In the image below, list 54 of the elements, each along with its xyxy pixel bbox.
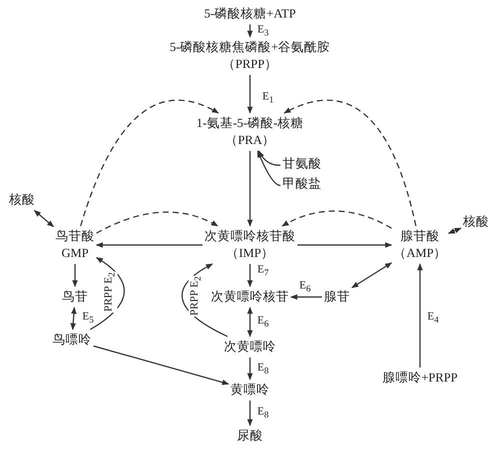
- compound-label: GMP: [61, 245, 89, 262]
- arrow: [298, 242, 392, 248]
- compound-label: 核酸: [9, 192, 35, 208]
- compound-label: （AMP）: [393, 245, 447, 262]
- compound-label: 5-磷酸核糖焦磷酸+谷氨酰胺: [170, 39, 330, 56]
- arrow: [247, 358, 253, 380]
- dashed-arrow: [282, 210, 392, 229]
- edge-label: E$_{3}$: [256, 23, 270, 39]
- dashed-arrow: [96, 212, 218, 234]
- compound-label: 鸟苷酸: [56, 228, 94, 245]
- compound-label: 次黄嘌呤核苷: [211, 288, 289, 306]
- arrow: [351, 262, 392, 288]
- compound-label: 尿酸: [237, 428, 263, 444]
- compound-label: 次黄嘌呤: [224, 338, 276, 356]
- compound-label: 甲酸盐: [282, 176, 322, 192]
- arrow: [247, 75, 253, 114]
- compound-label: 鸟嘌呤: [52, 332, 92, 348]
- arrow: [34, 210, 54, 228]
- arrow: [96, 242, 202, 248]
- arrow: [93, 345, 230, 385]
- compound-label: 次黄嘌呤核苷酸: [204, 228, 296, 245]
- dashed-arrow: [284, 100, 416, 226]
- arrow: [247, 24, 253, 38]
- arrow: [448, 228, 462, 234]
- arrow: [247, 264, 253, 288]
- edge-label: E$_{6}$: [256, 314, 270, 330]
- dashed-arrow: [80, 100, 219, 226]
- compound-label: 甘氨酸: [282, 156, 322, 172]
- compound-label: （PRA）: [224, 132, 276, 149]
- arrow: [290, 294, 322, 300]
- arrow: [182, 263, 228, 338]
- compound-label: （IMP）: [226, 245, 274, 262]
- arrow: [247, 400, 253, 426]
- arrow: [247, 151, 253, 227]
- edge-label: E$_{5}$: [81, 310, 95, 326]
- edge-label: E$_{8}$: [256, 405, 270, 421]
- arrow: [247, 306, 253, 338]
- arrow: [257, 150, 281, 186]
- edge-label: E$_{6}$: [298, 279, 312, 295]
- compound-label: 1-氨基-5-磷酸-核糖: [196, 115, 304, 132]
- arrow: [90, 257, 125, 330]
- arrow: [258, 150, 280, 166]
- arrow: [72, 264, 78, 288]
- compound-label: 5-磷酸核糖+ATP: [204, 6, 296, 22]
- compound-label: 腺苷: [324, 288, 350, 306]
- arrow: [417, 263, 423, 368]
- edge-label: E$_{8}$: [256, 361, 270, 377]
- arrow: [70, 306, 77, 330]
- compound-label: 黄嘌呤: [230, 382, 270, 398]
- compound-label: 腺嘌呤+PRPP: [382, 370, 458, 386]
- compound-label: 鸟苷: [62, 288, 88, 306]
- compound-label: （PRPP）: [222, 56, 278, 73]
- compound-label: 核酸: [463, 214, 489, 230]
- compound-label: 腺苷酸: [400, 228, 440, 245]
